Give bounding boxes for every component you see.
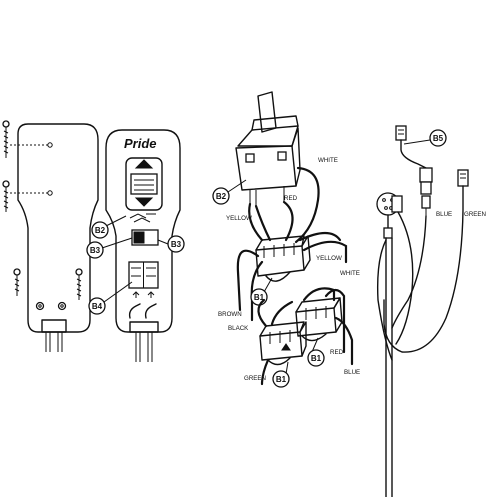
wire-label-blue-harness: BLUE <box>436 211 452 218</box>
callout-b1-lower-left-label: B1 <box>276 375 287 384</box>
brand-logo: Pride <box>124 136 157 151</box>
connector-block <box>295 297 343 342</box>
callout-b3-right-label: B3 <box>171 240 182 249</box>
screw-icon <box>2 120 10 158</box>
callout-b2-switch-label: B2 <box>216 192 227 201</box>
wire-label-green-bottom: GREEN <box>244 375 266 382</box>
screw-icon <box>13 268 21 296</box>
wire-label-brown: BROWN <box>218 311 242 318</box>
screw-icon <box>75 268 83 300</box>
wire-label-white-top: WHITE <box>318 157 338 164</box>
lift-icon <box>129 213 156 223</box>
rocker-switch <box>235 91 301 206</box>
wire-label-blue-bottom: BLUE <box>344 369 360 376</box>
screw-icon <box>2 180 10 212</box>
callout-b1-lower-left <box>272 370 290 388</box>
wire-label-black: BLACK <box>228 325 249 332</box>
callout-b3-left <box>86 241 104 259</box>
callout-b5-label: B5 <box>433 134 444 143</box>
connector-block <box>259 321 307 366</box>
wire-label-red-top: RED <box>284 195 298 202</box>
wire-label-yellow-right: YELLOW <box>316 255 342 262</box>
callout-b2-label: B2 <box>95 226 106 235</box>
pendant-back <box>10 123 99 352</box>
callout-b2-switch <box>212 187 230 205</box>
callout-b1-lower-right-label: B1 <box>311 354 322 363</box>
callout-b2-pendant <box>91 221 109 239</box>
callout-b1-lower-right <box>307 349 325 367</box>
wire-label-red-bottom: RED <box>330 349 344 356</box>
cable-harness <box>376 125 469 497</box>
callout-b5 <box>429 129 447 147</box>
wire-label-white-right: WHITE <box>340 270 360 277</box>
callout-b3-right <box>167 235 185 253</box>
wire-label-yellow-left: YELLOW <box>226 215 252 222</box>
pendant-front: Pride <box>105 129 181 362</box>
callout-b4-label: B4 <box>92 302 103 311</box>
wire-label-green-harness: GREEN <box>464 211 486 218</box>
callout-b3-left-label: B3 <box>90 246 101 255</box>
callout-b1-upper-label: B1 <box>254 293 265 302</box>
connector-block <box>255 235 311 282</box>
callout-b4 <box>88 297 106 315</box>
